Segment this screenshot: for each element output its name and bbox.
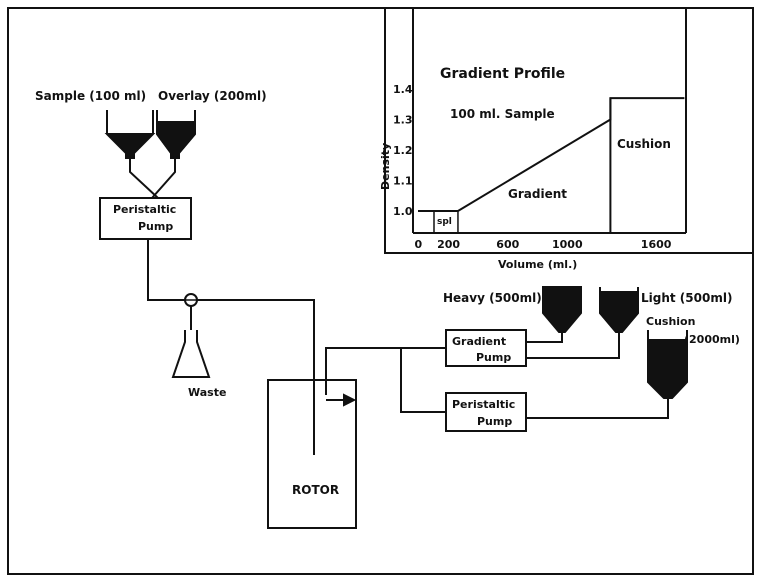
sample-band [433,210,459,234]
peristaltic-pump-2 [445,392,527,432]
chart-ticks: 1.0 1.1 1.2 1.3 1.4 0 200 600 1000 1600 [393,83,672,251]
gradient-pump-label-2: Pump [476,351,511,364]
sample-line [129,158,159,199]
sample-label: Sample (100 ml) [35,89,146,103]
cushion-branch-line [400,348,446,413]
waste-flask [171,330,211,378]
y-tick-label: 1.0 [393,205,413,218]
heavy-container [542,286,582,333]
peristaltic-pump-2-label-1: Peristaltic [452,398,515,411]
rotor-label: ROTOR [292,483,339,497]
light-label: Light (500ml) [641,291,732,305]
waste-label: Waste [188,386,226,399]
x-tick-label: 1600 [641,238,672,251]
chart-cushion-annotation: Cushion [617,137,671,151]
chart-x-label: Volume (ml.) [498,258,577,271]
cushion-label-2: (2000ml) [684,333,740,346]
x-tick-label: 1000 [552,238,583,251]
overlay-label: Overlay (200ml) [158,89,267,103]
gradient-inlet-arrowhead [343,393,357,407]
cushion-line [526,398,669,419]
sample-container [104,110,156,159]
peristaltic-pump-1 [99,197,192,240]
gradient-pump-label-1: Gradient [452,335,506,348]
overlay-line [151,158,176,199]
gradient-profile-chart: 1.0 1.1 1.2 1.3 1.4 0 200 600 1000 1600 Gradient … [379,7,754,271]
y-tick-label: 1.2 [393,144,413,157]
heavy-line [526,332,563,343]
gradient-pump [445,329,527,367]
chart-gradient-annotation: Gradient [508,187,567,201]
gradient-inlet-line [325,347,446,395]
x-tick-label: 0 [415,238,423,251]
chart-spl-annotation: spl [437,217,452,227]
cushion-label-1: Cushion [646,315,695,328]
chart-y-label: Density [379,143,392,190]
chart-title: Gradient Profile [440,66,565,82]
chart-marks [418,97,685,234]
y-tick-label: 1.1 [393,175,413,188]
y-tick-label: 1.4 [393,83,413,96]
y-tick-label: 1.3 [393,114,413,127]
light-container [599,287,639,333]
rotor [267,379,357,529]
cushion-container [647,330,688,399]
outer-frame [7,7,754,575]
x-tick-label: 600 [496,238,519,251]
heavy-label: Heavy (500ml) [443,291,542,305]
peristaltic-pump-2-label-2: Pump [477,415,512,428]
x-tick-label: 200 [437,238,460,251]
light-line [526,332,620,359]
peristaltic-pump-1-label-1: Peristaltic [113,203,176,216]
peristaltic-pump-1-label-2: Pump [138,220,173,233]
chart-inset-panel [384,7,754,254]
chart-sample-annotation: 100 ml. Sample [450,107,555,121]
overlay-container [156,110,196,159]
